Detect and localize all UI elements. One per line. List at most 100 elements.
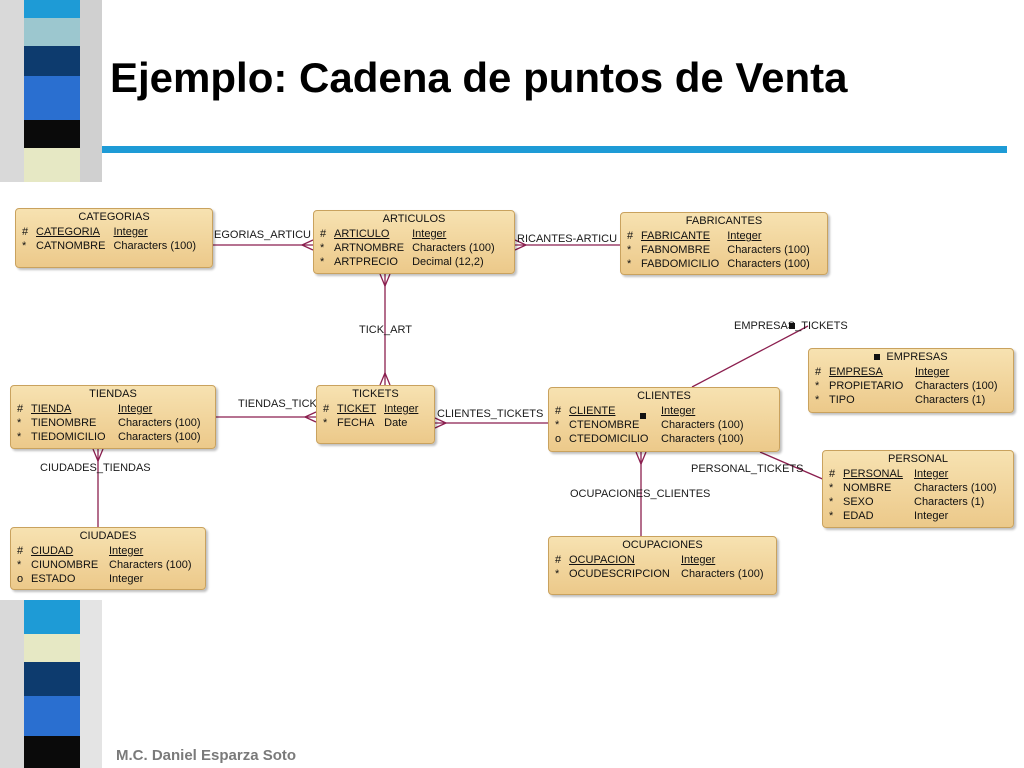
attribute-type: Integer	[661, 405, 696, 417]
entity-name: CIUDADES	[79, 530, 137, 542]
attribute-name: TIPO	[829, 394, 855, 406]
rel-label-clientes-tickets: CLIENTES_TICKETS	[437, 408, 544, 420]
attribute-type: Characters (100)	[727, 258, 810, 270]
attribute-row: * OCUDESCRIPCION Characters (100)	[555, 567, 764, 581]
attribute-type: Characters (100)	[661, 433, 744, 445]
decorative-strip-top	[0, 0, 102, 182]
entity-ocupaciones[interactable]: OCUPACIONES # OCUPACION Integer * OCUDES…	[548, 536, 777, 595]
attribute-name: ARTICULO	[334, 228, 390, 240]
attribute-name: EMPRESA	[829, 366, 883, 378]
entity-name: OCUPACIONES	[622, 539, 703, 551]
attribute-row: * TIPO Characters (1)	[815, 393, 998, 407]
attribute-row: * PROPIETARIO Characters (100)	[815, 379, 998, 393]
slide-title: Ejemplo: Cadena de puntos de Venta	[110, 54, 848, 101]
attribute-row: * FABNOMBRE Characters (100)	[627, 243, 810, 257]
entity-tickets[interactable]: TICKETS # TICKET Integer * FECHA Date	[316, 385, 435, 444]
attribute-name: ARTNOMBRE	[334, 242, 405, 254]
attribute-marker: #	[815, 366, 822, 378]
attribute-row: o ESTADO Integer	[17, 572, 192, 586]
rel-label-tiendas-tickets: TIENDAS_TICK	[238, 398, 317, 410]
entity-personal[interactable]: PERSONAL # PERSONAL Integer * NOMBRE Cha…	[822, 450, 1014, 528]
attribute-marker: #	[320, 228, 327, 240]
crowfoot-tiendas-tickets	[303, 411, 317, 423]
entity-ciudades[interactable]: CIUDADES # CIUDAD Integer * CIUNOMBRE Ch…	[10, 527, 206, 590]
attribute-name: TICKET	[337, 403, 377, 415]
attribute-type: Characters (1)	[915, 394, 986, 406]
attribute-type: Integer	[914, 510, 949, 522]
entity-tiendas[interactable]: TIENDAS # TIENDA Integer * TIENOMBRE Cha…	[10, 385, 216, 449]
attribute-type: Integer	[113, 226, 148, 238]
line-empresas-clientes	[691, 325, 809, 388]
connector-handle-icon	[640, 413, 646, 419]
attribute-marker: *	[555, 568, 560, 580]
attribute-name: EDAD	[843, 510, 874, 522]
attribute-name: CIUDAD	[31, 545, 74, 557]
attribute-marker: *	[815, 380, 820, 392]
entity-clientes[interactable]: CLIENTES # CLIENTE Integer * CTENOMBRE C…	[548, 387, 780, 452]
attribute-marker: #	[17, 545, 24, 557]
attribute-type: Integer	[109, 545, 144, 557]
attribute-row: * FABDOMICILIO Characters (100)	[627, 257, 810, 271]
attribute-name: OCUDESCRIPCION	[569, 568, 670, 580]
attribute-marker: *	[829, 510, 834, 522]
crowfoot-articulos-right	[514, 239, 528, 251]
attribute-name: TIENOMBRE	[31, 417, 97, 429]
attribute-marker: #	[829, 468, 836, 480]
attribute-name: FABRICANTE	[641, 230, 711, 242]
attribute-name: ESTADO	[31, 573, 76, 585]
attribute-type: Characters (100)	[661, 419, 744, 431]
attribute-type: Characters (100)	[727, 244, 810, 256]
entity-articulos[interactable]: ARTICULOS # ARTICULO Integer * ARTNOMBRE…	[313, 210, 515, 274]
entity-fabricantes[interactable]: FABRICANTES # FABRICANTE Integer * FABNO…	[620, 212, 828, 275]
attribute-row: # FABRICANTE Integer	[627, 229, 810, 243]
rel-label-tick-art: TICK_ART	[359, 324, 412, 336]
attribute-row: * EDAD Integer	[829, 509, 997, 523]
attribute-list: # TIENDA Integer * TIENOMBRE Characters …	[17, 402, 201, 444]
entity-name: TIENDAS	[89, 388, 137, 400]
attribute-marker: #	[17, 403, 24, 415]
attribute-list: # OCUPACION Integer * OCUDESCRIPCION Cha…	[555, 553, 764, 581]
attribute-row: * NOMBRE Characters (100)	[829, 481, 997, 495]
entity-name-text: EMPRESAS	[886, 351, 948, 363]
attribute-row: # OCUPACION Integer	[555, 553, 764, 567]
attribute-type: Integer	[118, 403, 153, 415]
attribute-type: Characters (1)	[914, 496, 985, 508]
entity-empresas[interactable]: EMPRESAS # EMPRESA Integer * PROPIETARIO…	[808, 348, 1014, 413]
rel-label-fabricantes-articulos: RICANTES-ARTICU	[517, 233, 618, 245]
attribute-list: # TICKET Integer * FECHA Date	[323, 402, 418, 430]
attribute-name: TIENDA	[31, 403, 72, 415]
attribute-type: Characters (100)	[914, 482, 997, 494]
attribute-type: Characters (100)	[109, 559, 192, 571]
crowfoot-tick-art-top	[379, 273, 391, 288]
attribute-row: # CIUDAD Integer	[17, 544, 192, 558]
attribute-marker: o	[555, 433, 562, 445]
attribute-row: * CATNOMBRE Characters (100)	[22, 239, 196, 253]
attribute-type: Characters (100)	[118, 417, 201, 429]
attribute-marker: *	[17, 417, 22, 429]
entity-name: ARTICULOS	[382, 213, 446, 225]
attribute-row: # PERSONAL Integer	[829, 467, 997, 481]
rel-label-ciudades-tiendas: CIUDADES_TIENDAS	[40, 462, 151, 474]
attribute-marker: *	[320, 256, 325, 268]
attribute-row: * CTENOMBRE Characters (100)	[555, 418, 744, 432]
entity-categorias[interactable]: CATEGORIAS # CATEGORIA Integer * CATNOMB…	[15, 208, 213, 268]
attribute-type: Integer	[109, 573, 144, 585]
attribute-marker: *	[627, 244, 632, 256]
attribute-type: Characters (100)	[681, 568, 764, 580]
attribute-row: * SEXO Characters (1)	[829, 495, 997, 509]
attribute-type: Integer	[681, 554, 716, 566]
attribute-marker: #	[323, 403, 330, 415]
attribute-type: Characters (100)	[118, 431, 201, 443]
attribute-name: CTENOMBRE	[569, 419, 640, 431]
entity-name: TICKETS	[352, 388, 399, 400]
attribute-name: CLIENTE	[569, 405, 616, 417]
attribute-name: NOMBRE	[843, 482, 892, 494]
attribute-row: * TIENOMBRE Characters (100)	[17, 416, 201, 430]
attribute-type: Date	[384, 417, 408, 429]
slide-footer: M.C. Daniel Esparza Soto	[116, 747, 297, 764]
attribute-marker: #	[555, 405, 562, 417]
attribute-row: * ARTPRECIO Decimal (12,2)	[320, 255, 495, 269]
attribute-marker: *	[22, 240, 27, 252]
attribute-name: FABDOMICILIO	[641, 258, 720, 270]
